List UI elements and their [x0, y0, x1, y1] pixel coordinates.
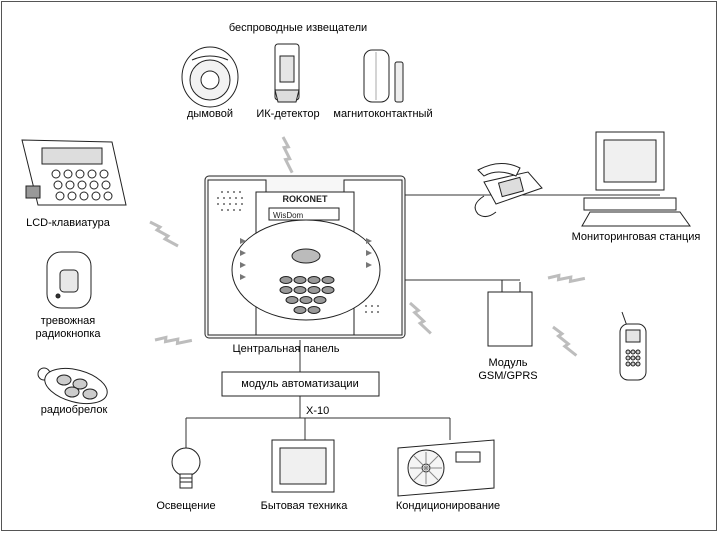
lcd-keypad-icon	[21, 139, 127, 206]
gsm-label-line2: GSM/GPRS	[478, 370, 538, 382]
keyfob-icon	[37, 367, 108, 405]
automation-module-box	[221, 371, 380, 397]
light-bulb-icon	[171, 447, 201, 489]
magnetic-contact-icon	[363, 49, 404, 103]
lcd-keypad-label: LCD-клавиатура	[26, 217, 110, 229]
pir-detector-icon	[274, 43, 300, 103]
tv-icon	[271, 439, 335, 493]
air-conditioner-icon	[397, 439, 495, 497]
signal-icon	[546, 258, 587, 298]
panic-button-label-line2: радиокнопка	[35, 328, 101, 340]
pir-label: ИК-детектор	[256, 108, 320, 120]
monitoring-station-icon	[581, 131, 691, 227]
keyfob-label: радиобрелок	[40, 404, 108, 416]
smoke-label: дымовой	[187, 108, 233, 120]
central-panel-label: Центральная панель	[232, 343, 340, 355]
connection-lines	[185, 194, 660, 448]
wireless-group-title: беспроводные извещатели	[228, 22, 368, 34]
panic-button-icon	[46, 251, 92, 309]
panel-screen-text: WisDom	[273, 211, 304, 220]
signal-icon	[153, 320, 194, 360]
signal-icon	[148, 220, 180, 248]
appliances-label: Бытовая техника	[260, 500, 348, 512]
central-panel-icon	[204, 175, 406, 339]
gsm-module-icon	[487, 280, 533, 347]
magnetic-label: магнитоконтактный	[333, 108, 433, 120]
signal-icon	[547, 325, 583, 357]
protocol-label: X-10	[306, 405, 330, 417]
gsm-label-line1: Модуль	[488, 357, 528, 369]
mobile-phone-icon	[619, 311, 647, 381]
panel-brand: ROKONET	[283, 194, 329, 204]
signal-icon	[267, 135, 308, 175]
telephone-icon	[474, 163, 543, 218]
lighting-label: Освещение	[156, 500, 216, 512]
automation-module-label: модуль автоматизации	[241, 378, 359, 390]
signal-icon	[402, 301, 439, 335]
conditioning-label: Кондиционирование	[395, 500, 501, 512]
smoke-detector-icon	[181, 46, 239, 108]
monitoring-label: Мониторинговая станция	[571, 231, 701, 243]
panic-button-label-line1: тревожная	[40, 315, 96, 327]
